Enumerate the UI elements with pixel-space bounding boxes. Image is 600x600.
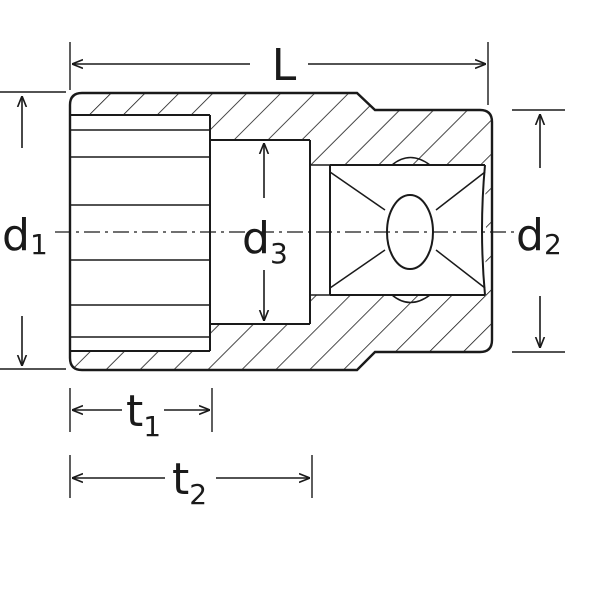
label-t2: t2 [172,454,207,511]
extension-lines [0,42,565,498]
square-drive [329,156,486,304]
dimension-d1: d1 [2,96,48,366]
dimension-d2: d2 [516,114,562,348]
dimension-t2: t2 [72,454,310,511]
dimension-d3: d3 [242,143,288,321]
label-d1: d1 [2,210,48,261]
dimension-t1: t1 [72,386,210,443]
dimension-l: L [72,40,486,91]
label-t1: t1 [126,386,161,443]
label-l: L [272,40,297,91]
label-d3: d3 [242,213,288,270]
twelve-point-bore [70,114,211,352]
label-d2: d2 [516,210,562,261]
